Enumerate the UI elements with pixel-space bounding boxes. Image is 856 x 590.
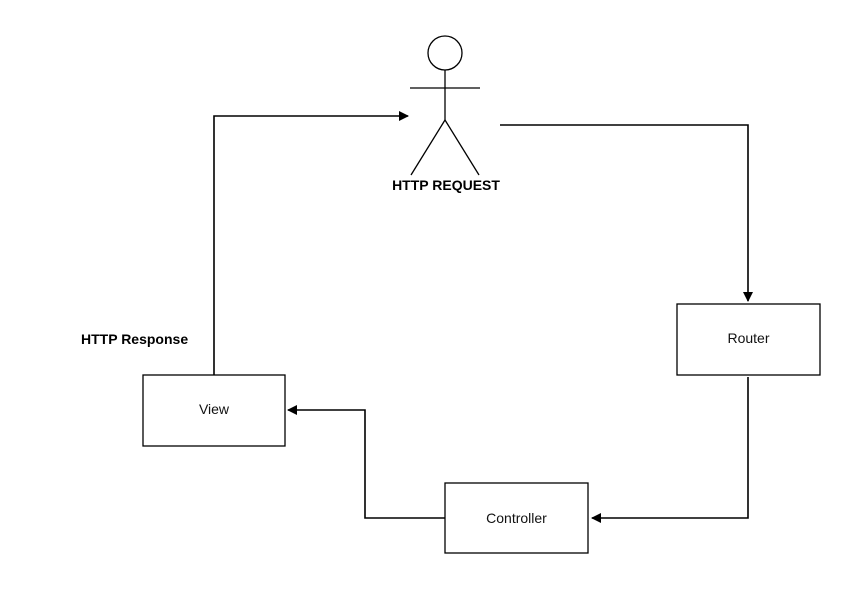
stick-figure-icon <box>410 35 480 176</box>
controller-label: Controller <box>486 510 547 526</box>
edge-controller-to-view <box>287 405 445 519</box>
router-box <box>676 303 821 376</box>
router-label: Router <box>727 330 769 346</box>
controller-box <box>444 482 589 554</box>
view-box <box>142 374 286 447</box>
view-node: View <box>142 374 286 447</box>
router-node: Router <box>676 303 821 376</box>
edge-view-to-actor <box>213 111 409 375</box>
edge-actor-to-router <box>500 124 753 302</box>
http-response-label: HTTP Response <box>81 331 188 347</box>
controller-node: Controller <box>444 482 589 554</box>
edge-router-to-controller <box>591 377 749 523</box>
user-actor: HTTP REQUEST <box>392 35 500 193</box>
actor-label: HTTP REQUEST <box>392 177 500 193</box>
view-label: View <box>199 401 230 417</box>
